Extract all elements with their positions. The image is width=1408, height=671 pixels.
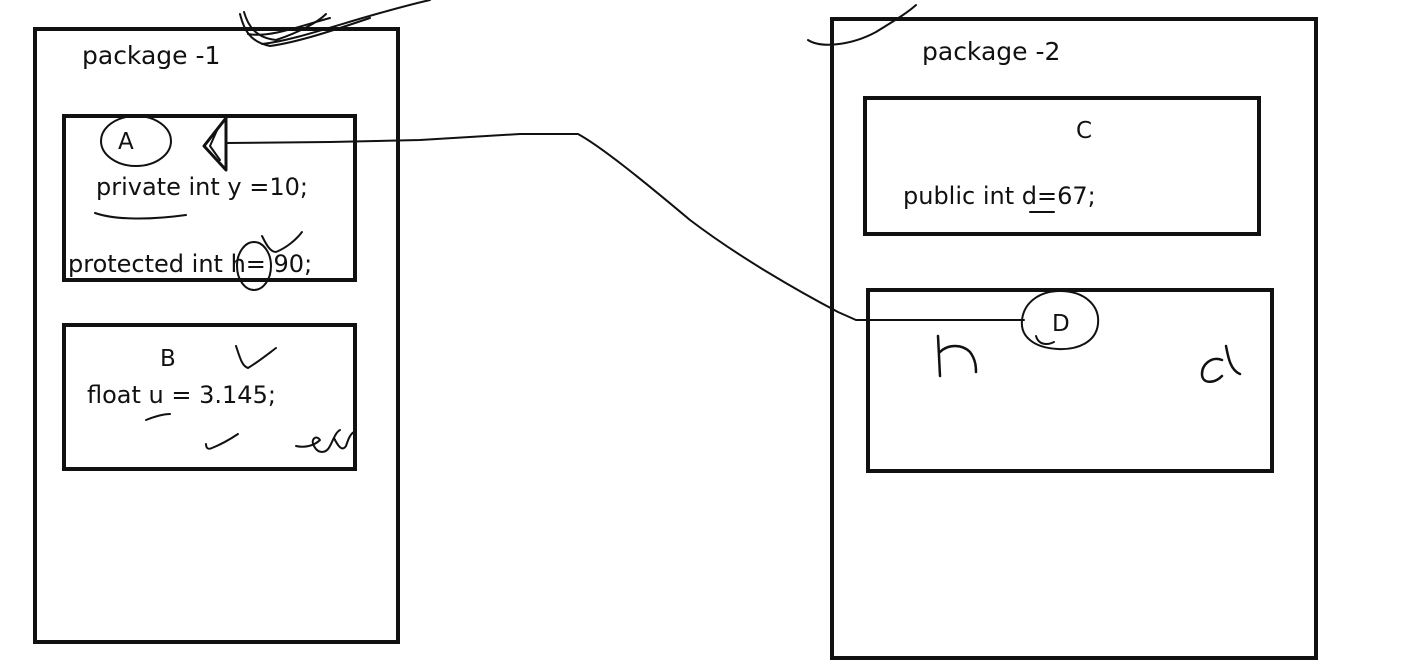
class-c-name: C — [1076, 118, 1093, 144]
package-2-title: package -2 — [922, 37, 1061, 66]
class-c-field-public: public int d=67; — [903, 182, 1096, 210]
class-b-name: B — [160, 346, 176, 372]
class-b-box — [62, 323, 357, 471]
package-2-box — [830, 17, 1318, 660]
package-1-title: package -1 — [82, 41, 221, 70]
handwritten-h-label: h — [936, 334, 980, 378]
class-a-name: A — [118, 129, 134, 155]
class-d-name: D — [1052, 311, 1070, 337]
class-c-box — [863, 96, 1261, 236]
package-1-box — [33, 27, 400, 644]
class-a-field-protected: protected int h= 90; — [68, 250, 313, 278]
handwritten-d-label: d — [1200, 344, 1244, 388]
class-b-field-float: float u = 3.145; — [87, 381, 276, 409]
class-a-field-private: private int y =10; — [96, 173, 308, 201]
